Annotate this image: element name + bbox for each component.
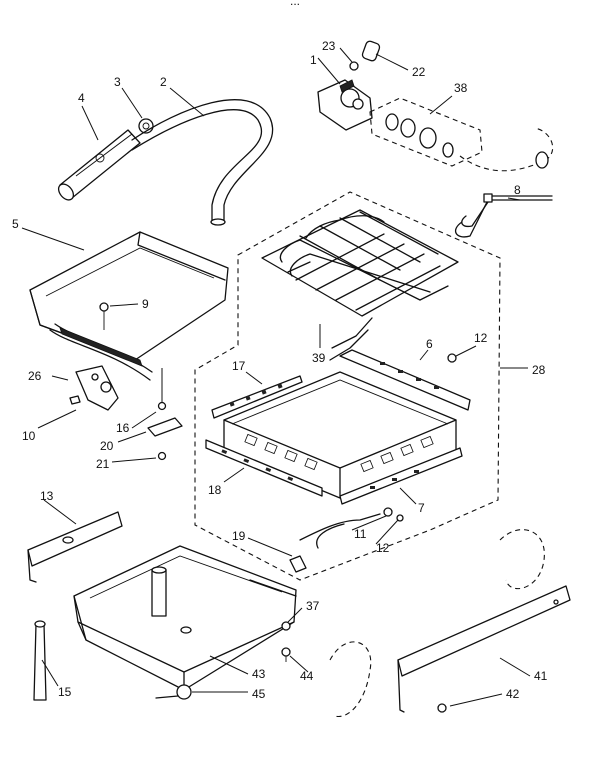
part-37-screw	[281, 621, 291, 631]
callout-16: 16	[116, 421, 130, 435]
part-10-bracket	[69, 365, 119, 411]
part-43-ice-bin-base	[73, 545, 297, 691]
callout-20: 20	[100, 439, 114, 453]
callout-28: 28	[532, 363, 546, 377]
part-17-front-rail	[211, 375, 303, 419]
callout-12-lower: 12	[376, 541, 390, 555]
part-7-front-cutter	[339, 447, 463, 505]
part-22-cap	[361, 40, 381, 62]
callout-26: 26	[28, 369, 42, 383]
callout-labels: 1 2 3 4 5 6 7 8 9 10 11 12 12 13 15 16 1…	[12, 39, 548, 701]
part-12-screw	[447, 353, 457, 363]
part-8-thermostat	[454, 193, 553, 238]
callout-3: 3	[114, 75, 121, 89]
callout-1: 1	[310, 53, 317, 67]
callout-19: 19	[232, 529, 246, 543]
callout-15: 15	[58, 685, 72, 699]
callout-11: 11	[354, 527, 367, 541]
callout-9: 9	[142, 297, 149, 311]
callout-22: 22	[412, 65, 426, 79]
callout-39: 39	[312, 351, 326, 365]
callout-4: 4	[78, 91, 85, 105]
part-38-motor-group	[369, 97, 554, 172]
callout-6: 6	[426, 337, 433, 351]
callout-44: 44	[300, 669, 314, 683]
callout-37: 37	[306, 599, 320, 613]
callout-43: 43	[252, 667, 266, 681]
callout-8: 8	[514, 183, 521, 197]
callout-45: 45	[252, 687, 266, 701]
callout-41: 41	[534, 669, 548, 683]
part-23-nut	[349, 61, 359, 71]
part-2-hose	[131, 99, 274, 226]
part-16-20-21-clip	[147, 368, 183, 461]
callout-7: 7	[418, 501, 425, 515]
top-header-fragment: ...	[290, 0, 300, 8]
part-9-screw	[99, 302, 109, 330]
part-5-mold-tray	[29, 231, 229, 381]
part-18-lower-rail	[205, 439, 323, 497]
callout-38: 38	[454, 81, 468, 95]
part-39-evaporator-grid	[261, 209, 459, 361]
part-13-bracket	[27, 511, 123, 583]
part-42-screw	[437, 703, 447, 713]
callout-18: 18	[208, 483, 222, 497]
callout-42: 42	[506, 687, 520, 701]
part-4-fill-tube	[57, 129, 141, 201]
part-44-screw	[281, 647, 291, 662]
callout-13: 13	[40, 489, 54, 503]
part-19-wire-harness	[289, 507, 404, 573]
callout-17: 17	[232, 359, 246, 373]
part-15-drain-tube	[33, 620, 47, 701]
callout-23: 23	[322, 39, 336, 53]
callout-5: 5	[12, 217, 19, 231]
part-1-valve	[317, 79, 373, 131]
part-28-assembly-outline	[194, 191, 501, 581]
callout-2: 2	[160, 75, 167, 89]
leader-lines	[21, 47, 531, 707]
callout-21: 21	[96, 457, 110, 471]
part-41-front-trim	[329, 529, 571, 718]
callout-10: 10	[22, 429, 36, 443]
part-45-foot	[155, 684, 192, 700]
part-6-ice-stripper	[339, 349, 471, 411]
callout-12-upper: 12	[474, 331, 488, 345]
ice-bin-frame	[223, 371, 457, 499]
